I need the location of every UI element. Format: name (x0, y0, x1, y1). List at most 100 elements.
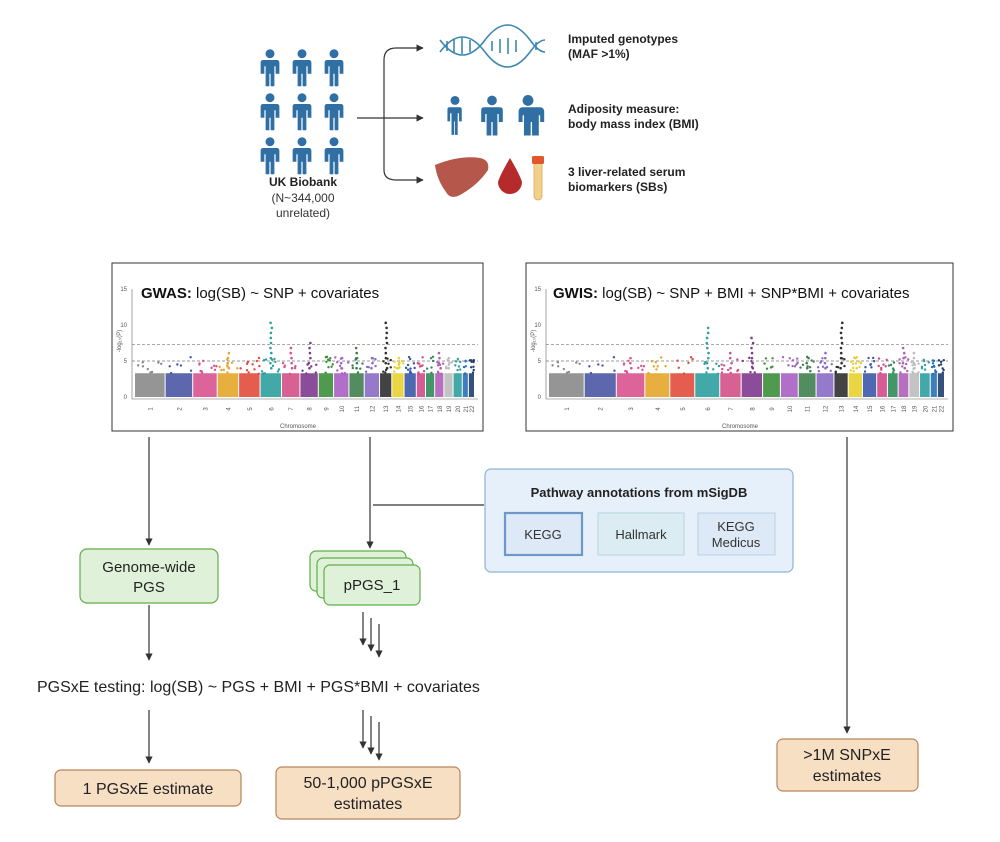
snp-point (400, 359, 403, 363)
snp-point (557, 365, 560, 368)
snp-point (863, 370, 867, 373)
snp-point (864, 366, 867, 369)
gwas-ylabel: -log₁₀(P) (117, 330, 123, 353)
snp-point (338, 364, 342, 368)
chromosome-tick-label: 15 (868, 405, 874, 412)
chromosome-points-block (392, 373, 404, 397)
chromosome-points-block (349, 373, 364, 397)
snp-point (305, 372, 308, 375)
snp-point (189, 356, 192, 359)
snp-point (277, 368, 281, 371)
snp-peak-point (437, 351, 441, 355)
snp-peak-point (290, 366, 294, 370)
ytick-label: 0 (538, 395, 542, 401)
snp-point (401, 362, 405, 365)
snp-point (409, 371, 413, 375)
snp-point (331, 363, 334, 366)
snp-point (933, 365, 936, 368)
snp-point (220, 368, 223, 372)
plot-axes (545, 289, 948, 400)
snp-point (418, 365, 422, 368)
snp-point (393, 360, 396, 363)
snp-point (556, 361, 560, 364)
snp-point (421, 356, 424, 359)
snp-peak-point (269, 361, 272, 365)
snp-point (741, 359, 745, 363)
snp-point (882, 363, 885, 366)
snp-point (788, 357, 791, 360)
snp-point (239, 367, 242, 370)
chromosome-points-block (720, 373, 741, 397)
snp-point (859, 362, 863, 365)
chromosome-points-block (898, 373, 909, 397)
snp-point (904, 362, 908, 366)
chromosome-tick-label: 5 (681, 407, 687, 411)
snp-point (942, 368, 945, 372)
snp-point (939, 360, 943, 364)
output-many-line2: estimates (334, 796, 402, 813)
pathway-kegg-medicus[interactable] (697, 512, 776, 556)
snp-peak-point (750, 336, 753, 340)
snp-point (676, 359, 679, 362)
chromosome-points-block (763, 373, 780, 397)
snp-peak-point (707, 356, 710, 360)
snp-point (717, 372, 720, 376)
chromosome-tick-label: 6 (706, 407, 712, 411)
snp-point (927, 361, 930, 364)
snp-point (382, 370, 385, 373)
snp-peak-point (840, 341, 844, 345)
snp-point (463, 372, 467, 375)
snp-point (457, 365, 461, 368)
chromosome-tick-label: 1 (565, 407, 571, 411)
snp-point (230, 361, 234, 364)
snp-point (867, 356, 870, 360)
snp-peak-point (269, 346, 272, 350)
snp-peak-point (309, 356, 312, 360)
snp-point (441, 362, 445, 365)
pathway-hallmark[interactable] (597, 512, 685, 556)
snp-point (472, 360, 475, 364)
gwis-xlabel: Chromosome (722, 424, 759, 430)
snp-point (682, 372, 686, 375)
snp-peak-point (269, 321, 272, 325)
snp-point (261, 372, 265, 375)
chromosome-tick-label: 4 (226, 407, 232, 411)
snp-point (169, 371, 173, 375)
snp-point (202, 359, 205, 363)
snp-peak-point (841, 321, 844, 325)
snp-point (413, 366, 416, 370)
snp-point (387, 362, 390, 365)
snp-point (729, 371, 732, 375)
snp-point (715, 362, 718, 366)
snp-point (218, 365, 221, 369)
snp-peak-point (912, 361, 916, 365)
snp-peak-point (448, 361, 451, 365)
snp-point (361, 362, 364, 365)
chromosome-points-block (193, 373, 217, 397)
ytick-label: 10 (120, 323, 127, 329)
snp-point (288, 372, 292, 376)
snp-point (858, 365, 861, 369)
pathway-kegg[interactable] (503, 511, 584, 557)
snp-point (911, 371, 915, 375)
snp-point (691, 357, 694, 361)
snp-point (384, 371, 387, 374)
snp-point (812, 360, 815, 363)
snp-point (274, 360, 277, 364)
snp-point (271, 364, 275, 368)
snp-peak-point (354, 346, 358, 350)
person-icon (324, 49, 344, 87)
ytick-label: 0 (124, 395, 128, 401)
snp-point (763, 362, 766, 365)
chromosome-tick-label: 22 (939, 405, 945, 412)
snp-point (656, 365, 659, 368)
snp-point (236, 367, 239, 370)
snp-point (588, 365, 591, 368)
output-one-label: 1 PGSxE estimate (83, 781, 214, 798)
chromosome-tick-label: 2 (599, 407, 605, 411)
snp-peak-point (839, 356, 843, 360)
snp-peak-point (384, 361, 388, 365)
snp-point (899, 371, 902, 374)
snp-point (901, 365, 904, 368)
person-icon (260, 137, 280, 175)
